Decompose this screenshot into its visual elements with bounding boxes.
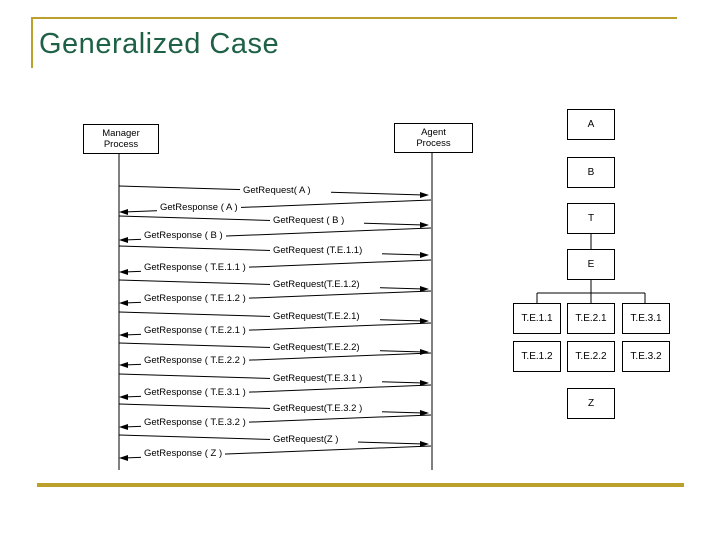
actor-label-line: Process bbox=[103, 139, 139, 150]
response-line bbox=[124, 414, 432, 428]
response-line bbox=[124, 322, 432, 336]
tree-node-te22: T.E.2.2 bbox=[567, 341, 615, 372]
response-line bbox=[124, 352, 432, 366]
request-line bbox=[118, 311, 425, 322]
tree-node-te31: T.E.3.1 bbox=[622, 303, 670, 334]
arrowhead-icon bbox=[119, 332, 128, 338]
arrowhead-icon bbox=[119, 455, 128, 461]
request-line bbox=[118, 403, 425, 414]
request-line bbox=[118, 373, 425, 384]
request-line bbox=[118, 279, 425, 290]
arrowhead-icon bbox=[119, 209, 128, 215]
request-line bbox=[118, 342, 425, 353]
tree-node-z: Z bbox=[567, 388, 615, 419]
arrowhead-icon bbox=[119, 269, 128, 275]
manager-process-box: Manager Process bbox=[83, 124, 159, 154]
arrowhead-icon bbox=[119, 394, 128, 400]
title-accent-bar bbox=[31, 17, 33, 68]
arrowhead-icon bbox=[420, 286, 429, 292]
arrowhead-icon bbox=[420, 192, 429, 198]
arrowhead-icon bbox=[420, 222, 429, 228]
response-line bbox=[124, 445, 432, 459]
arrowhead-icon bbox=[420, 380, 429, 386]
actor-label-line: Process bbox=[416, 138, 451, 149]
response-line bbox=[124, 290, 432, 304]
tree-node-te11: T.E.1.1 bbox=[513, 303, 561, 334]
tree-node-t: T bbox=[567, 203, 615, 234]
response-line bbox=[124, 227, 432, 241]
arrowhead-icon bbox=[420, 410, 429, 416]
tree-node-te32: T.E.3.2 bbox=[622, 341, 670, 372]
tree-node-e: E bbox=[567, 249, 615, 280]
arrowhead-icon bbox=[119, 300, 128, 306]
agent-process-box: Agent Process bbox=[394, 123, 473, 153]
slide-title: Generalized Case bbox=[39, 28, 280, 60]
title-rule-top bbox=[32, 17, 677, 19]
bottom-rule bbox=[37, 483, 684, 487]
tree-node-te12: T.E.1.2 bbox=[513, 341, 561, 372]
actor-label-line: Manager bbox=[102, 128, 140, 139]
request-line bbox=[118, 185, 425, 196]
request-line bbox=[118, 245, 425, 256]
lifelines bbox=[118, 153, 433, 470]
arrowhead-icon bbox=[119, 362, 128, 368]
actor-label-line: Agent bbox=[421, 127, 446, 138]
arrowhead-icon bbox=[119, 424, 128, 430]
response-line bbox=[124, 384, 432, 398]
message-lines bbox=[118, 185, 432, 461]
arrowhead-icon bbox=[420, 252, 429, 258]
request-line bbox=[118, 215, 425, 226]
tree-node-b: B bbox=[567, 157, 615, 188]
response-line bbox=[124, 259, 432, 273]
tree-node-a: A bbox=[567, 109, 615, 140]
arrowhead-icon bbox=[420, 318, 429, 324]
tree-connectors bbox=[536, 234, 646, 303]
arrowhead-icon bbox=[420, 349, 429, 355]
request-line bbox=[118, 434, 425, 445]
tree-node-te21: T.E.2.1 bbox=[567, 303, 615, 334]
arrowhead-icon bbox=[119, 237, 128, 243]
arrowhead-icon bbox=[420, 441, 429, 447]
response-line bbox=[124, 199, 432, 213]
